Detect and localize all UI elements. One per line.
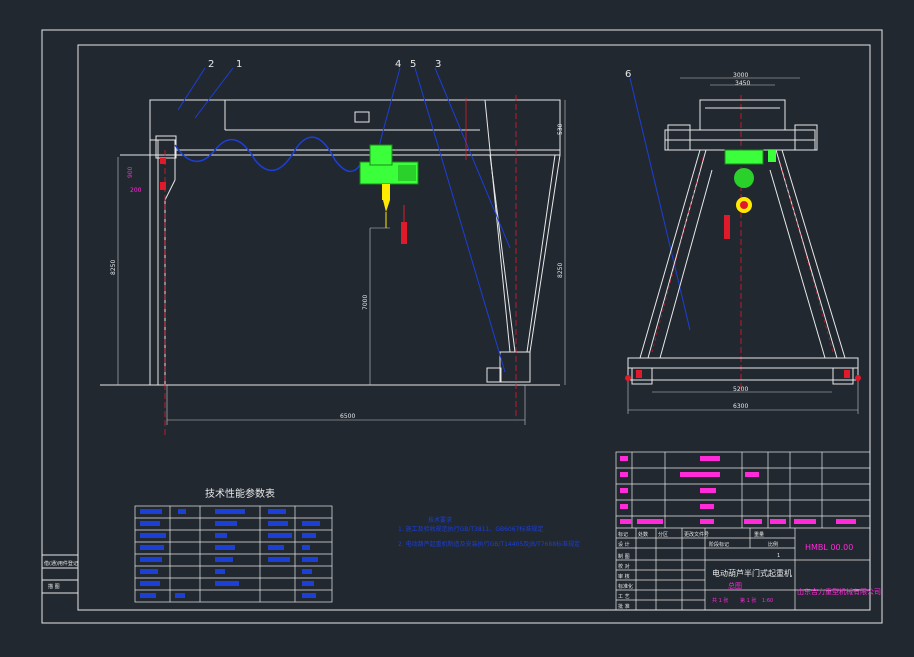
callout-labels: 2 1 4 5 3 6	[208, 59, 631, 80]
callout-6: 6	[625, 69, 631, 80]
notes-line1: 1. 施工及验收规范执行GB/T3811、GB6067标准规定	[398, 525, 543, 533]
callout-4: 4	[395, 59, 401, 70]
callout-leaders	[177, 67, 691, 373]
tb-mark: 标记	[618, 531, 628, 538]
tb-draft: 制 图	[618, 553, 630, 560]
ground-trolley	[499, 351, 531, 383]
dimension-labels: 6500 8250 7000 8250 530 900 200 3000 345…	[110, 72, 750, 420]
parts-list-cells	[620, 456, 856, 524]
festoon-cable	[174, 136, 361, 173]
dim-small-a: 900	[127, 166, 134, 178]
binding-row2: 描 图	[48, 583, 60, 590]
outer-frame	[41, 29, 883, 624]
callout-2: 2	[208, 59, 214, 70]
spec-table	[134, 505, 333, 603]
end-wheels	[625, 370, 861, 381]
dim-top-inner: 3450	[735, 80, 750, 87]
dim-lift-height: 7000	[362, 295, 369, 310]
tb-std: 标准化	[618, 583, 633, 590]
product-name: 电动葫芦半门式起重机	[712, 568, 792, 578]
tb-design: 设 计	[618, 541, 630, 548]
tb-doc: 更改文件号	[684, 531, 709, 538]
side-hoist	[359, 144, 419, 244]
drawing-number: HMBL 00.00	[805, 543, 853, 552]
tb-ratio: 比例	[768, 541, 778, 548]
callout-5: 5	[410, 59, 416, 70]
dim-base-width: 5200	[733, 386, 748, 393]
callout-3: 3	[435, 59, 441, 70]
company-name: 山东合力重型机械有限公司	[797, 587, 881, 596]
tb-quantity: 1	[777, 553, 780, 559]
dim-span: 6500	[340, 413, 355, 420]
binding-block: 借(通)用件登记 描 图	[41, 554, 79, 594]
notes-line2: 2. 电动葫芦起重机制造及安装执行GB/T14405及JB/T7688标准规定	[398, 540, 580, 548]
inner-frame	[77, 44, 871, 611]
dim-right-height: 8250	[557, 263, 564, 278]
dim-beam-height: 530	[557, 123, 564, 135]
right-leg	[484, 99, 561, 353]
tb-scale: 1:60	[762, 598, 773, 604]
girder-window	[354, 111, 370, 123]
tb-review: 审 核	[618, 573, 630, 580]
tb-zone: 分区	[658, 531, 668, 538]
left-leg-marks	[160, 158, 166, 190]
tb-approve: 批 准	[618, 603, 630, 610]
tb-sheet: 共 1 张	[712, 597, 728, 604]
spec-table-cells	[140, 509, 320, 598]
dim-small-b: 200	[130, 187, 142, 194]
tb-page: 第 1 张	[740, 597, 756, 604]
left-leg	[149, 100, 176, 386]
title-block-grid	[615, 451, 871, 611]
dim-left-height: 8250	[110, 260, 117, 275]
end-elevation	[627, 77, 859, 414]
sheet-subtitle: 总图	[728, 581, 742, 590]
tb-check: 校 对	[618, 563, 630, 570]
spec-table-title: 技术性能参数表	[205, 487, 275, 500]
notes-heading: 技术要求	[428, 516, 452, 524]
dim-top-width: 3000	[733, 72, 748, 79]
tb-stage: 阶段标记	[709, 541, 729, 548]
side-elevation	[100, 99, 566, 425]
title-block-labels: 标记 处数 分区 更改文件号 设 计 制 图 校 对 审 核 标准化 工 艺 批…	[618, 531, 780, 610]
callout-1: 1	[236, 59, 242, 70]
tb-process: 工 艺	[618, 594, 630, 600]
end-hoist	[724, 149, 776, 239]
tb-weight: 重量	[754, 531, 764, 538]
centerlines	[164, 95, 742, 435]
main-girder	[149, 99, 561, 156]
dim-base-total: 6300	[733, 403, 748, 410]
tb-count: 处数	[638, 531, 648, 538]
binding-row1: 借(通)用件登记	[44, 560, 78, 567]
